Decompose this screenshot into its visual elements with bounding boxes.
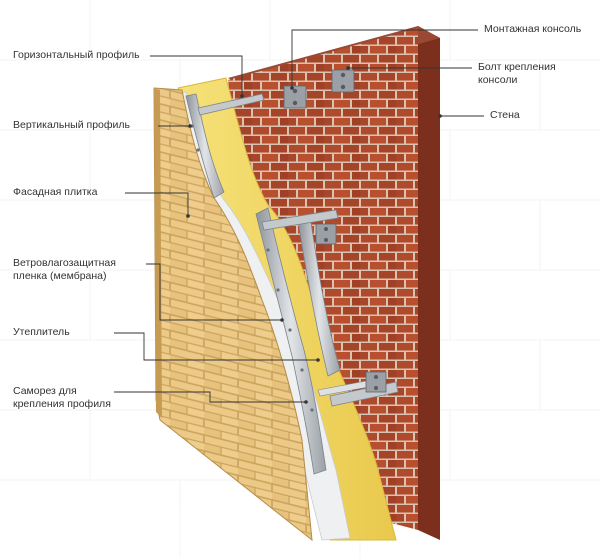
profile-screws — [190, 124, 314, 412]
label-bolt-line2: консоли — [478, 74, 518, 86]
label-facade-tile: Фасадная плитка — [13, 186, 98, 198]
horizontal-profiles — [197, 93, 399, 407]
label-wall: Стена — [490, 109, 520, 121]
label-vertical-profile: Вертикальный профиль — [13, 119, 130, 131]
label-horizontal-profile: Горизонтальный профиль — [13, 49, 140, 61]
label-bolt-line1: Болт крепления — [478, 61, 556, 73]
label-screw-line1: Саморез для — [13, 385, 77, 397]
facade-tile-panel — [153, 87, 313, 542]
leader-dots — [186, 66, 442, 404]
brick-wall-side — [418, 26, 440, 540]
leader-lines — [114, 29, 484, 403]
mounting-consoles — [283, 69, 387, 393]
label-mounting-console: Монтажная консоль — [484, 23, 582, 35]
facade-tile-edge — [154, 88, 162, 418]
label-screw-line2: крепления профиля — [13, 398, 111, 410]
console-bolts — [292, 72, 378, 390]
vertical-profiles — [185, 93, 341, 475]
label-membrane-line2: пленка (мембрана) — [13, 270, 107, 282]
brick-wall-front — [228, 28, 418, 530]
label-membrane-line1: Ветровлагозащитная — [13, 257, 116, 269]
label-insulation: Утеплитель — [13, 326, 70, 338]
